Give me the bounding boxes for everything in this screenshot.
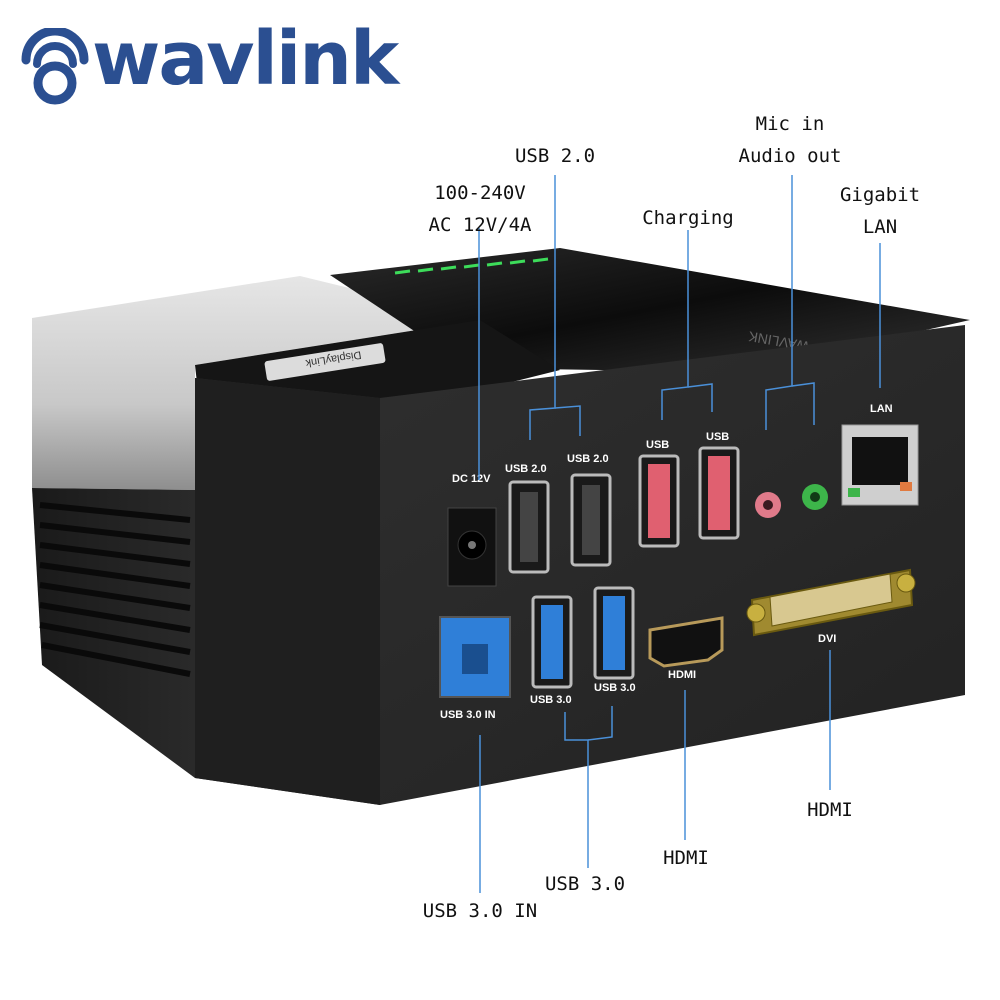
dvi-port-label: DVI [818,633,836,645]
usb2-port-b-label: USB 2.0 [567,453,609,465]
usb3-callout-line [564,712,589,868]
charging-port-b-label: USB [706,431,729,443]
mic-callout-line1: Mic in [755,113,825,135]
wavlink-logo-icon [21,28,89,105]
usb3-in-callout: USB 3.0 IN [422,900,538,922]
charging-callout-line-b [687,383,713,412]
usb3-callout: USB 3.0 [544,873,626,895]
charging-callout-line [661,230,689,420]
charging-callout: Charging [642,207,734,229]
usb2-port-b: USB 2.0 [567,453,612,567]
lan-callout-line2: LAN [862,216,898,238]
charging-port-b: USB [698,431,740,540]
usb3-callout-line-b [587,706,613,741]
usb3-port-b-label: USB 3.0 [594,682,636,694]
vent-slots [39,502,191,677]
usb2-callout: USB 2.0 [514,145,596,167]
audio-callout-line [765,175,793,430]
wavlink-logo-text: wavlink [92,16,399,102]
usb3-in-port: USB 3.0 IN [439,616,511,721]
lan-callout: Gigabit LAN [830,179,930,243]
mic-jack [755,492,781,518]
usb2-callout-line-b [554,405,581,436]
lan-callout-line1: Gigabit [839,184,921,206]
usb2-port-a-label: USB 2.0 [505,463,547,475]
power-callout: 100-240V AC 12V/4A [410,177,550,241]
usb2-port-a: USB 2.0 [505,463,550,574]
usb3-in-port-label: USB 3.0 IN [440,709,496,721]
dvi-hdmi-callout: HDMI [807,799,853,821]
usb3-port-b: USB 3.0 [593,586,636,694]
callout-lines [478,175,881,893]
usb3-port-a: USB 3.0 [530,595,573,706]
power-callout-line1: 100-240V [434,182,526,204]
mic-callout-line2: Audio out [738,145,842,167]
charging-port-a-label: USB [646,439,669,451]
front-left-face [195,378,380,805]
silver-top-cap [32,276,480,490]
hdmi-port-label: HDMI [668,669,696,681]
hdmi-port: HDMI [648,616,724,681]
hdmi-callout: HDMI [663,847,709,869]
dvi-port: DVI [746,568,916,645]
usb2-callout-line [529,175,556,440]
mic-audio-callout: Mic in Audio out [720,108,860,172]
headphone-jack [802,484,828,510]
audio-callout-line-b [791,382,815,425]
power-callout-line2: AC 12V/4A [428,214,532,236]
lan-port: LAN [841,403,919,506]
lan-port-label: LAN [870,403,893,415]
status-leds [394,257,549,275]
charging-port-a: USB [638,439,680,548]
dc-port-label: DC 12V [452,473,491,485]
displaylink-badge [264,343,386,381]
usb3-port-a-label: USB 3.0 [530,694,572,706]
dc-power-jack: DC 12V [447,473,497,587]
